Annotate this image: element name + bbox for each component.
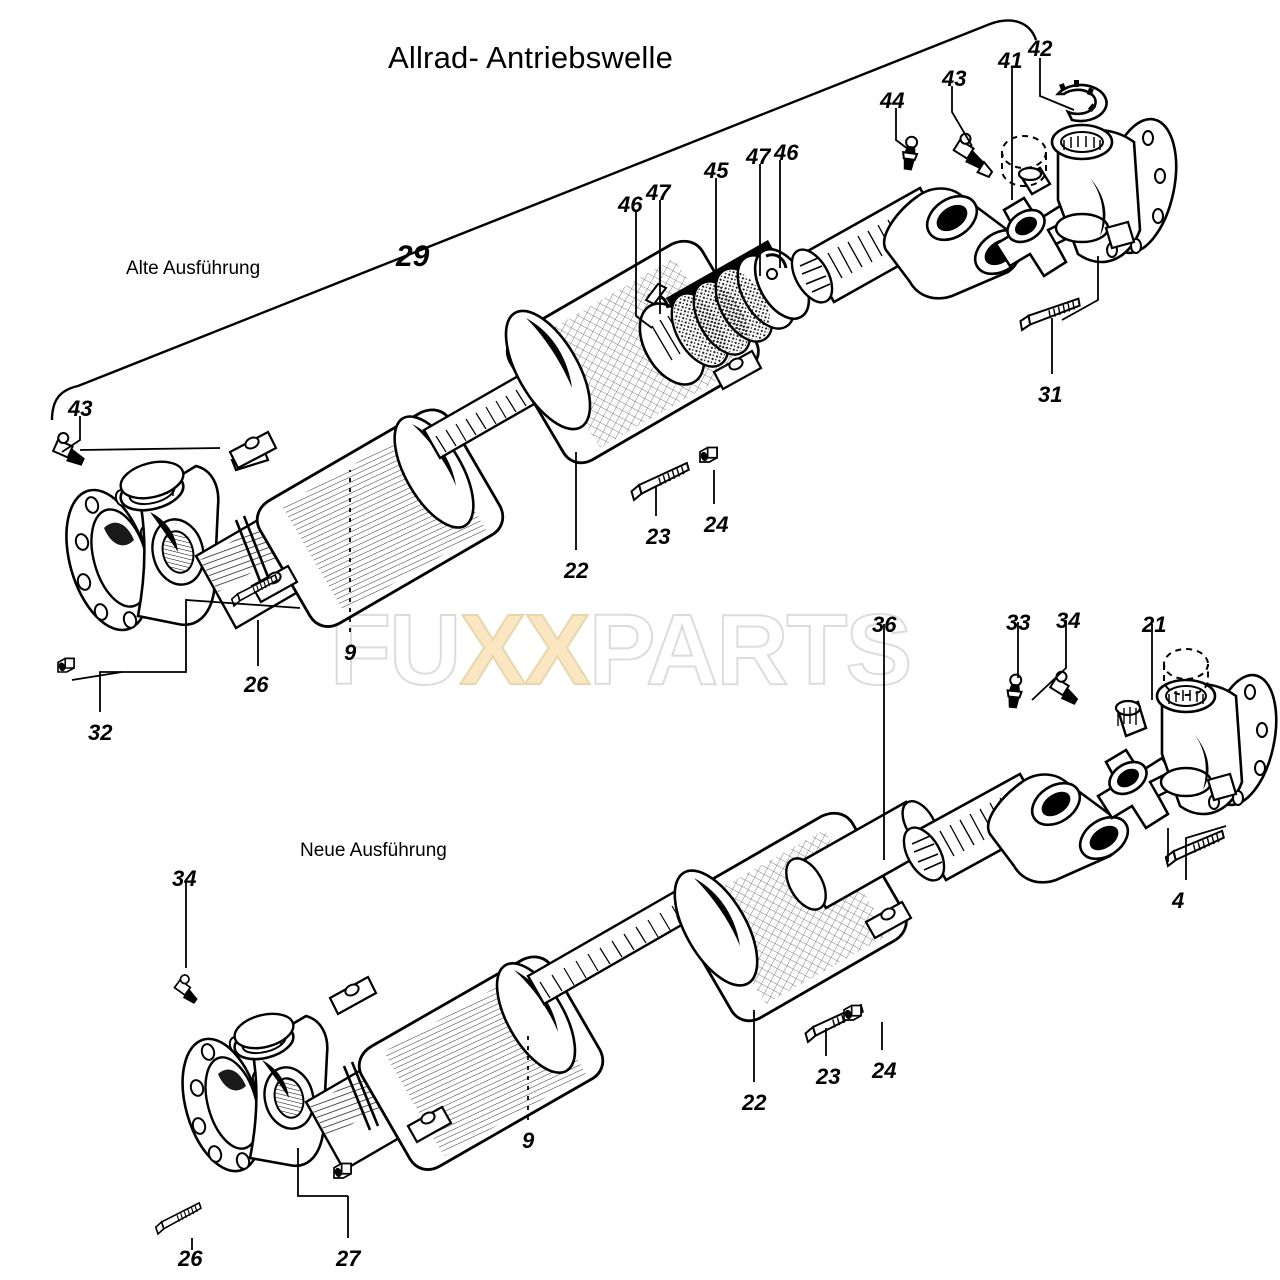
callout-26-top: 26 (244, 672, 269, 697)
section-label-alte: Alte Ausführung (126, 258, 261, 279)
angle-fitting-34-left (173, 974, 198, 1004)
callout-46-a: 46 (618, 192, 643, 217)
callout-34-right: 34 (1056, 608, 1081, 633)
leader-lines (61, 58, 1227, 1250)
callout-42: 42 (1028, 36, 1053, 61)
callout-44: 44 (880, 88, 905, 113)
flange-yoke-right-top (1050, 117, 1178, 264)
callout-47-b: 47 (746, 144, 771, 169)
callout-46-b: 46 (774, 140, 799, 165)
callout-23-top: 23 (646, 524, 671, 549)
universal-joint-cross-top (994, 135, 1078, 278)
grease-nipple-44 (899, 134, 921, 172)
callout-34-left: 34 (172, 866, 197, 891)
flange-yoke-left-top (65, 460, 220, 632)
splined-shaft-bottom (526, 874, 720, 1006)
page-title: Allrad- Antriebswelle (388, 40, 674, 75)
callout-23-bottom: 23 (816, 1064, 841, 1089)
callout-47-a: 47 (646, 180, 671, 205)
callout-33: 33 (1006, 610, 1031, 635)
callout-9-bottom: 9 (522, 1128, 535, 1153)
callout-45: 45 (704, 158, 729, 183)
callout-9-top: 9 (344, 640, 357, 665)
nut-27 (332, 1162, 352, 1179)
angle-fitting-43-top (952, 132, 994, 179)
flange-yoke-right-bottom (1155, 648, 1278, 816)
watermark-part-parts: PARTS (588, 594, 913, 706)
callout-43-left: 43 (68, 396, 93, 421)
callout-22-bottom: 22 (742, 1090, 767, 1115)
callout-41: 41 (998, 48, 1023, 73)
fuxxparts-watermark: FUXXPARTS (329, 594, 950, 706)
guard-tube-bottom (328, 955, 605, 1171)
bolt-23-top (627, 461, 694, 501)
flange-yoke-left-bottom (181, 1012, 329, 1173)
callout-24-top: 24 (704, 512, 729, 537)
callout-22-top: 22 (564, 558, 589, 583)
bracket-29 (50, 19, 1038, 421)
callout-29: 29 (396, 240, 430, 273)
assembly-neue-ausfuehrung (152, 648, 1278, 1235)
angle-fitting-43-left (51, 431, 85, 466)
angle-fitting-34-right (1048, 670, 1079, 705)
assembly-alte-ausfuehrung (51, 80, 1178, 673)
slip-sleeve-36 (785, 800, 939, 911)
callout-27: 27 (336, 1246, 361, 1271)
bolt-26-bottom (152, 1202, 206, 1235)
callout-26-bottom: 26 (178, 1246, 203, 1271)
yoke-double-eye-bottom (987, 773, 1130, 884)
callout-32: 32 (88, 720, 113, 745)
watermark-part-xx: XX (458, 594, 591, 706)
nut-24-top (698, 446, 718, 463)
callout-24-bottom: 24 (872, 1058, 897, 1083)
callout-21: 21 (1142, 612, 1167, 637)
callout-43-top: 43 (942, 66, 967, 91)
callout-4: 4 (1172, 888, 1185, 913)
guard-tube-top (228, 408, 505, 628)
grease-nipple-33 (1004, 672, 1025, 710)
callout-36: 36 (872, 612, 897, 637)
snap-ring-top (1055, 80, 1108, 123)
nut-24-bottom (842, 1004, 862, 1021)
nut-32 (56, 657, 75, 673)
section-label-neue: Neue Ausführung (300, 840, 447, 861)
callout-31: 31 (1038, 382, 1063, 407)
